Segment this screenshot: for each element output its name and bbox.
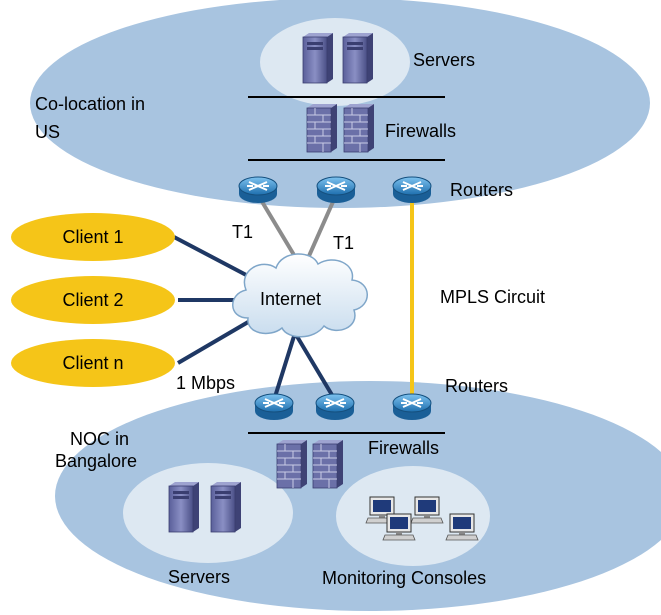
colocation-servers-group xyxy=(260,18,410,106)
internet-cloud-icon: Internet xyxy=(232,253,368,338)
router-icon xyxy=(392,176,432,204)
noc-uplink-label: 1 Mbps xyxy=(176,373,235,393)
console-icon xyxy=(382,513,416,541)
colocation-site-label-2: US xyxy=(35,122,60,142)
mpls-label: MPLS Circuit xyxy=(440,287,545,307)
client-n: Client n xyxy=(11,339,175,387)
colocation-routers-label: Routers xyxy=(450,180,513,200)
client-1: Client 1 xyxy=(11,213,175,261)
noc-consoles-label: Monitoring Consoles xyxy=(322,568,486,588)
noc-consoles-group xyxy=(336,466,490,566)
router-icon xyxy=(316,176,356,204)
noc-uplink-right xyxy=(293,331,337,402)
console-icon xyxy=(445,513,479,541)
client-2: Client 2 xyxy=(11,276,175,324)
noc-routers-label: Routers xyxy=(445,376,508,396)
noc-site-label-2: Bangalore xyxy=(55,451,137,471)
noc-servers-label: Servers xyxy=(168,567,230,587)
firewall-icon xyxy=(306,103,338,153)
noc-uplink-left xyxy=(272,332,297,401)
router-icon xyxy=(254,393,294,421)
firewall-icon xyxy=(343,103,375,153)
colocation-site-label: Co-location in xyxy=(35,94,145,114)
client-n-label: Client n xyxy=(62,353,123,373)
t1-link-left xyxy=(256,193,302,267)
internet-label: Internet xyxy=(260,289,321,309)
t1-right-label: T1 xyxy=(333,233,354,253)
server-icon xyxy=(302,32,334,84)
server-icon xyxy=(210,481,242,533)
t1-left-label: T1 xyxy=(232,222,253,242)
server-icon xyxy=(168,481,200,533)
firewall-icon xyxy=(276,439,308,489)
client-2-label: Client 2 xyxy=(62,290,123,310)
colocation-firewalls-label: Firewalls xyxy=(385,121,456,141)
client-1-link xyxy=(173,235,251,279)
router-icon xyxy=(392,393,432,421)
client-1-label: Client 1 xyxy=(62,227,123,247)
noc-firewalls-label: Firewalls xyxy=(368,438,439,458)
noc-servers-group xyxy=(123,463,293,563)
router-icon xyxy=(238,176,278,204)
t1-link-right xyxy=(303,194,338,266)
colocation-servers-label: Servers xyxy=(413,50,475,70)
client-n-link xyxy=(176,316,257,365)
firewall-icon xyxy=(312,439,344,489)
console-icon xyxy=(410,496,444,524)
server-icon xyxy=(342,32,374,84)
router-icon xyxy=(315,393,355,421)
noc-site-label: NOC in xyxy=(70,429,129,449)
